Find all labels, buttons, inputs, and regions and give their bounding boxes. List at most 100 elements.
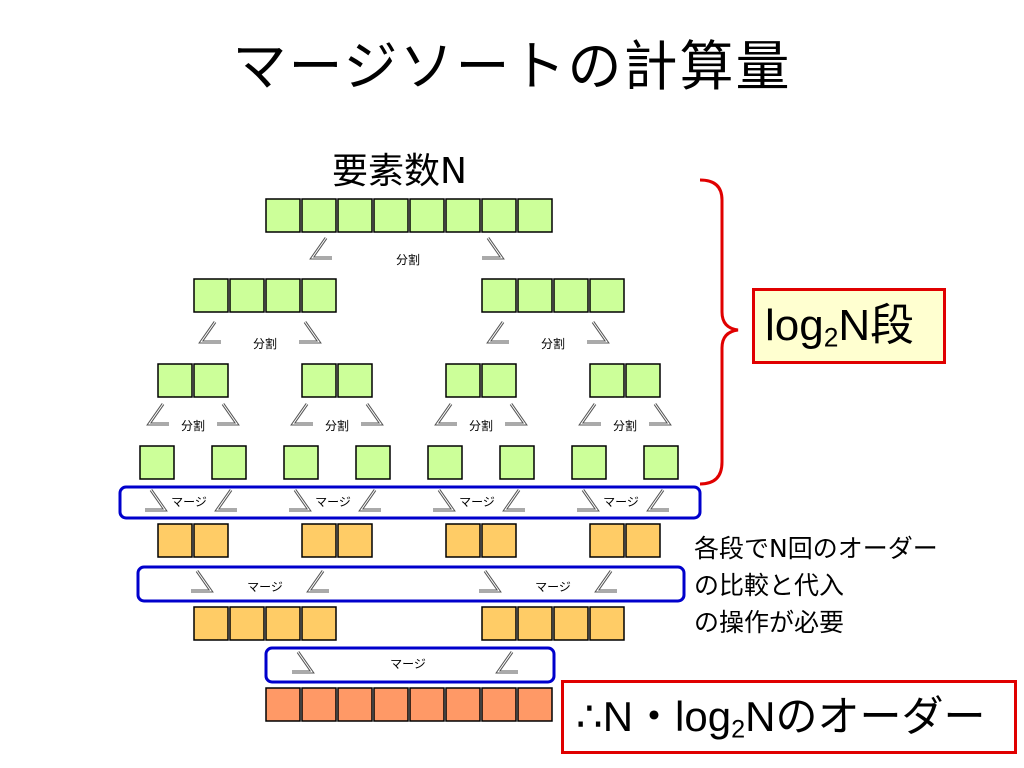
merge-level-2-cell [301,606,337,641]
split-level-2-cell [481,278,517,313]
merge-level-3-cell [337,687,373,722]
split-level-1-cell [337,198,373,233]
split-arrow-icon [217,403,240,426]
merge-arrow-icon [479,570,502,593]
merge-label: マージ [315,495,351,509]
split-level-4-cell [283,445,319,480]
merge-level-2-cell [481,606,517,641]
merge-arrow-icon [358,489,381,512]
merge-arrow-icon [646,489,669,512]
merge-level-1-cell [589,523,625,558]
split-level-3-cell [157,363,193,398]
split-level-1-cell [445,198,481,233]
operation-note: 各段でN回のオーダー の比較と代入 の操作が必要 [694,530,938,641]
split-level-4-cell [427,445,463,480]
merge-label: マージ [247,580,283,594]
split-arrow-icon [649,403,672,426]
note-line-1: 各段でN回のオーダー [694,534,938,563]
merge-level-2-cell [553,606,589,641]
merge-level-1-cell [157,523,193,558]
page-title: マージソートの計算量 [232,35,792,98]
split-arrow-icon [361,403,384,426]
merge-level-1-cell [445,523,481,558]
split-arrow-icon [299,321,322,344]
merge-level-1-cell [301,523,337,558]
split-level-2-cell [301,278,337,313]
split-arrow-icon [198,321,221,344]
split-level-3-cell [481,363,517,398]
split-level-2-cell [265,278,301,313]
split-level-2-cell [229,278,265,313]
merge-label: マージ [390,657,426,671]
merge-level-2-cell [193,606,229,641]
split-arrow-icon [434,403,457,426]
merge-frame-layer [118,485,702,684]
operation-label-layer: 分割分割分割分割分割分割分割マージマージマージマージマージマージマージ [171,252,639,671]
note-line-3: の操作が必要 [694,608,845,637]
split-level-4-cell [499,445,535,480]
split-arrow-icon [146,403,169,426]
split-label: 分割 [325,418,349,433]
cell-layer [139,198,679,722]
merge-label: マージ [171,495,207,509]
merge-level-1-cell [193,523,229,558]
split-arrow-icon [505,403,528,426]
split-level-2-cell [553,278,589,313]
split-level-3-cell [193,363,229,398]
levels-subscript: 2 [823,322,839,353]
split-level-3-cell [301,363,337,398]
arrow-layer [145,237,672,674]
split-level-4-cell [139,445,175,480]
merge-level-1-cell [625,523,661,558]
levels-text: log [765,301,824,350]
merge-arrow-icon [502,489,525,512]
merge-arrow-icon [433,489,456,512]
split-level-1-cell [265,198,301,233]
result-subscript: 2 [731,715,746,744]
merge-arrow-icon [289,489,312,512]
split-level-3-cell [589,363,625,398]
merge-arrow-icon [577,489,600,512]
merge-level-3-cell [481,687,517,722]
split-arrow-icon [309,237,332,260]
split-label: 分割 [469,418,493,433]
split-level-4-cell [571,445,607,480]
split-arrow-icon [486,321,509,344]
merge-arrow-icon [145,489,168,512]
merge-level-3-cell [301,687,337,722]
levels-suffix: N段 [838,301,915,350]
merge-level-2-cell [229,606,265,641]
merge-label: マージ [535,580,571,594]
split-level-1-cell [409,198,445,233]
merge-arrow-icon [292,651,315,674]
merge-level-3-cell [265,687,301,722]
merge-level-2-cell [265,606,301,641]
merge-arrow-icon [306,570,329,593]
merge-arrow-icon [495,651,518,674]
split-level-2-cell [193,278,229,313]
merge-level-1-cell [337,523,373,558]
split-label: 分割 [253,336,277,351]
split-level-3-cell [445,363,481,398]
complexity-result-box: ∴N・log2Nのオーダー [561,680,1017,754]
merge-level-2-cell [517,606,553,641]
merge-frame-3 [264,646,556,684]
merge-level-3-cell [517,687,553,722]
merge-frame-1 [118,485,702,520]
split-arrow-icon [578,403,601,426]
result-text: ∴N・log [576,693,732,740]
merge-level-1-cell [481,523,517,558]
merge-arrow-icon [191,570,214,593]
split-label: 分割 [396,252,420,267]
split-level-2-cell [517,278,553,313]
split-level-1-cell [301,198,337,233]
split-level-2-cell [589,278,625,313]
split-arrow-icon [587,321,610,344]
split-arrow-icon [482,237,505,260]
split-level-1-cell [481,198,517,233]
split-label: 分割 [541,336,565,351]
split-level-3-cell [625,363,661,398]
split-label: 分割 [613,418,637,433]
split-level-4-cell [643,445,679,480]
levels-brace [699,178,739,486]
